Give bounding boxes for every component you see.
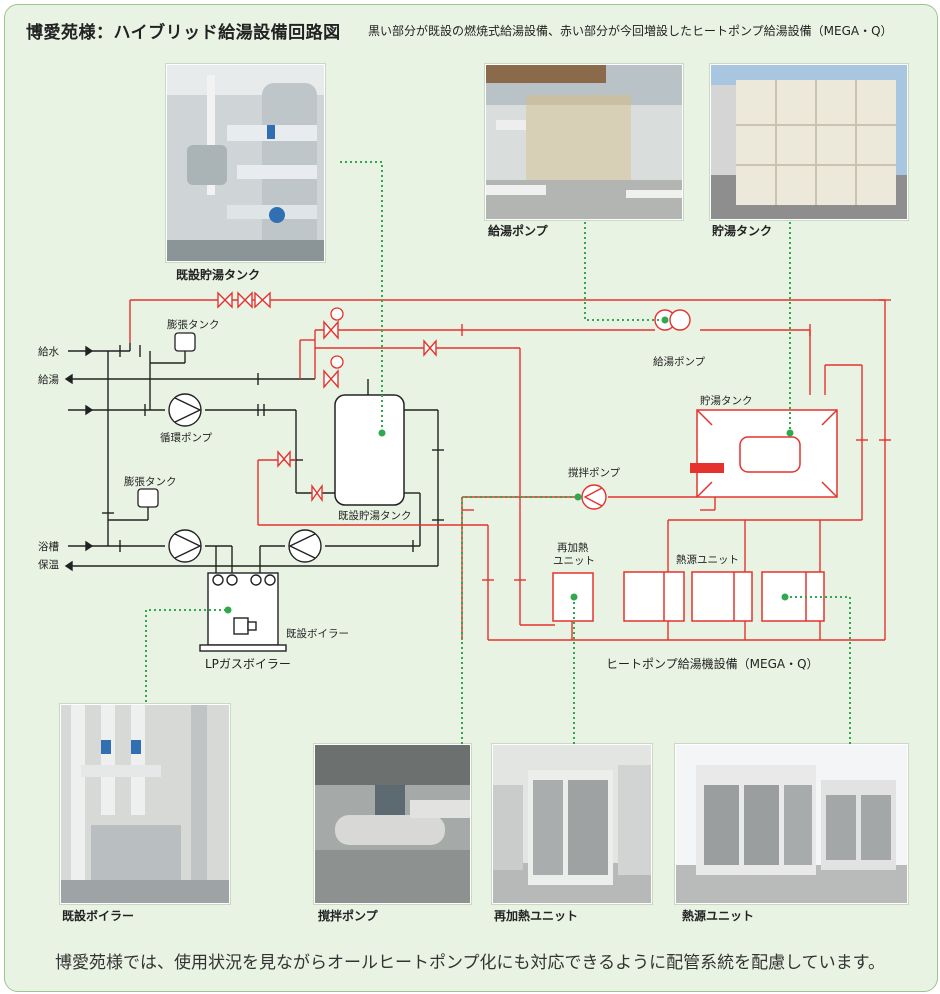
leader-dots [224,316,794,614]
photo-agitator-pump [314,744,471,904]
label-existing-tank: 既設貯湯タンク [338,509,412,522]
footer-note: 博愛苑様では、使用状況を見ながらオールヒートポンプ化にも対応できるように配管系統… [55,953,885,973]
storage-tank-heater [690,463,724,473]
circulation-pump [168,393,202,427]
expansion-tank-2 [137,488,159,508]
flow-arrows [64,345,94,572]
label-agitator-pump: 撹拌ポンプ [568,466,621,479]
existing-boiler-image [61,705,229,903]
new-valves [217,291,437,503]
label-lp-gas-boiler: LPガスボイラー [205,657,291,671]
label-storage-tank: 貯湯タンク [700,395,753,407]
existing-piping [92,343,439,573]
storage-tank-image [711,65,907,219]
photo-leaders [145,161,851,744]
supply-pump-symbol [654,309,691,331]
label-supply-pump: 給湯ポンプ [653,355,706,368]
caption-supply-pump: 給湯ポンプ [488,224,548,238]
expansion-tank-1 [174,332,196,352]
photo-heat-source-unit [675,744,908,904]
existing-tank-symbol [334,394,405,506]
photo-reheat-unit [492,744,652,904]
existing-boiler-symbol [199,572,287,652]
page-subtitle: 黒い部分が既設の燃焼式給湯設備、赤い部分が今回増設したヒートポンプ給湯設備（ME… [368,24,893,38]
agitator-pump-symbol [581,484,607,510]
label-reheat-unit-2: ユニット [553,555,595,567]
page-title: 博愛苑様：ハイブリッド給湯設備回路図 [26,23,341,43]
label-heat-source-unit: 熱源ユニット [676,553,739,566]
caption-storage-tank: 貯湯タンク [712,224,773,238]
agitator-pump-image [315,745,470,903]
label-keep-warm: 保温 [38,558,59,571]
diagram-labels: 給水 給湯 浴槽 保温 膨張タンク 膨張タンク 循環ポンプ 既設貯湯タンク 既設… [38,318,819,671]
label-reheat-unit-1: 再加熱 [557,541,589,554]
caption-existing-boiler: 既設ボイラー [62,909,135,923]
label-system-name: ヒートポンプ給湯機設備（MEGA・Q） [606,656,819,671]
bath-pump-1 [168,529,202,563]
photo-existing-boiler [60,704,230,904]
label-expansion-tank-1: 膨張タンク [167,318,220,331]
photo-existing-tank [166,64,325,262]
label-water-supply: 給水 [38,345,59,358]
caption-reheat-unit: 再加熱ユニット [494,909,579,923]
photo-storage-tank [710,64,908,220]
supply-pump-image [486,65,682,219]
label-bath: 浴槽 [38,541,59,553]
existing-tank-image [167,65,324,261]
bath-pump-2 [288,529,322,563]
label-circulation-pump: 循環ポンプ [160,431,213,444]
caption-heat-source-unit: 熱源ユニット [682,909,755,923]
reheat-unit-image [493,745,651,903]
heat-source-units [623,571,825,622]
photo-supply-pump [485,64,683,220]
label-existing-boiler: 既設ボイラー [286,627,349,640]
new-piping [129,299,886,641]
new-fittings [461,299,891,581]
heat-source-unit-image [676,745,907,903]
caption-existing-tank: 既設貯湯タンク [176,268,261,282]
caption-agitator-pump: 撹拌ポンプ [318,909,378,923]
new-valve-actuators [330,307,344,369]
label-hot-water: 給湯 [38,373,59,386]
storage-tank-symbol [696,409,838,498]
label-expansion-tank-2: 膨張タンク [124,475,177,488]
